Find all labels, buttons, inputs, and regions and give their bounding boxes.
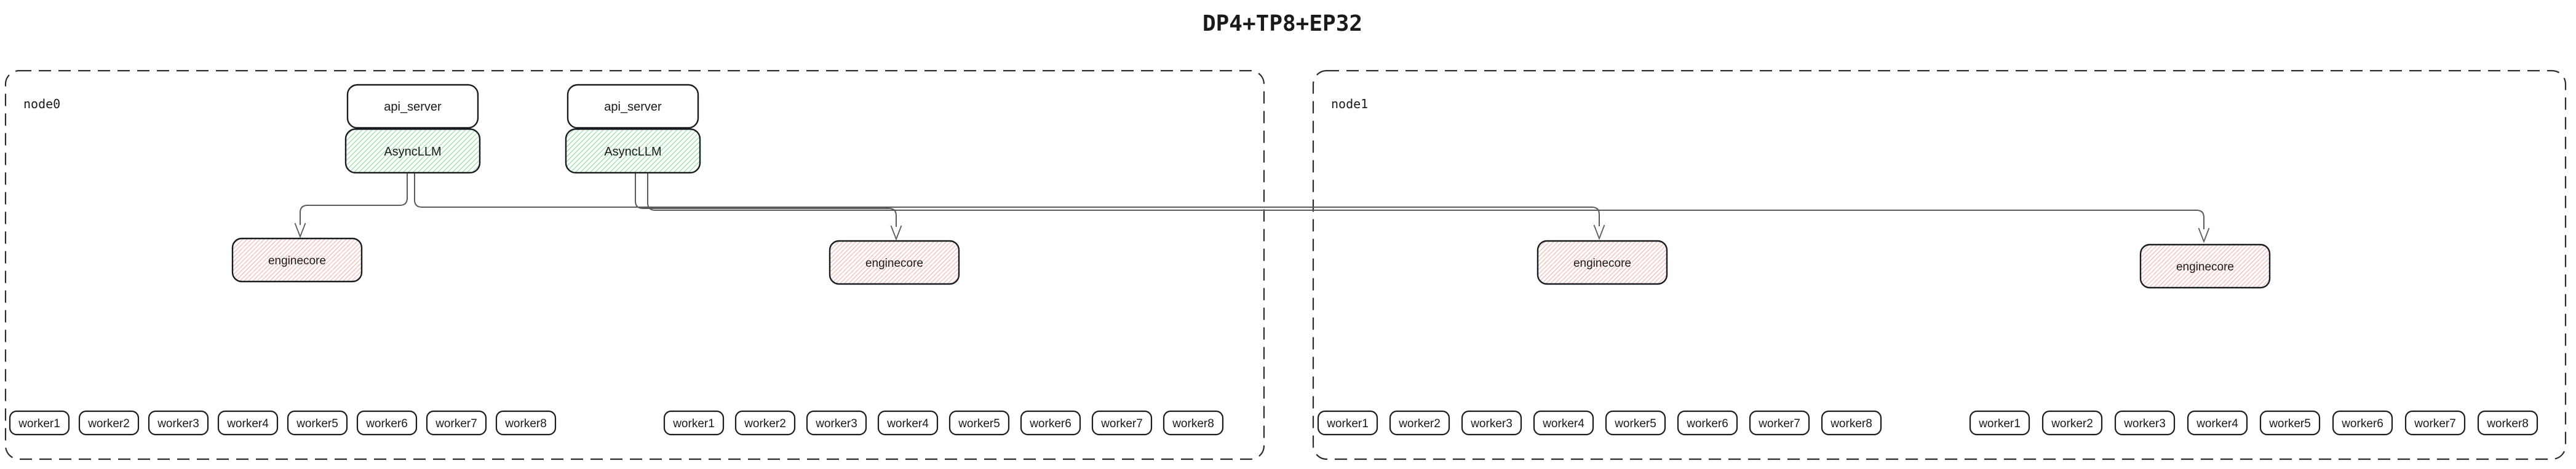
worker-node: worker3 [2114, 410, 2176, 436]
worker-node: worker2 [2041, 410, 2103, 436]
enginecore-label-3: enginecore [1573, 257, 1631, 270]
enginecore-box-1 [231, 237, 363, 283]
worker-label: worker7 [435, 417, 477, 430]
worker-node: worker8 [1821, 410, 1882, 436]
worker-node: worker6 [2332, 410, 2393, 436]
asyncllm-label-2: AsyncLLM [604, 145, 661, 159]
worker-label: worker1 [672, 417, 715, 430]
worker-label: worker3 [815, 417, 857, 430]
worker-node: worker8 [495, 410, 557, 436]
worker-node: worker1 [663, 410, 725, 436]
worker-node: worker4 [2187, 410, 2248, 436]
worker-node: worker4 [1533, 410, 1594, 436]
worker-node: worker6 [1020, 410, 1081, 436]
worker-label: worker2 [2051, 417, 2093, 430]
api-server-label-1: api_server [384, 100, 442, 114]
worker-label: worker5 [2268, 417, 2311, 430]
worker-node: worker3 [148, 410, 209, 436]
worker-label: worker8 [2486, 417, 2529, 430]
worker-node: worker6 [1677, 410, 1738, 436]
edge-asyncllm1-enginecore1 [294, 173, 408, 238]
enginecore-label-4: enginecore [2176, 261, 2234, 274]
arrowhead-icon [294, 223, 306, 238]
asyncllm-box-1 [344, 128, 481, 174]
worker-node: worker2 [1389, 410, 1450, 436]
worker-node: worker5 [948, 410, 1010, 436]
worker-node: worker1 [1317, 410, 1378, 436]
worker-label: worker1 [1978, 417, 2021, 430]
worker-label: worker6 [1029, 417, 1071, 430]
worker-node: worker7 [2404, 410, 2466, 436]
worker-node: worker5 [1605, 410, 1666, 436]
worker-label: worker1 [18, 417, 60, 430]
worker-label: worker3 [1470, 417, 1513, 430]
worker-label: worker4 [886, 417, 929, 430]
worker-node: worker3 [806, 410, 867, 436]
worker-node: worker7 [1091, 410, 1153, 436]
worker-node: worker3 [1461, 410, 1522, 436]
enginecore-label-1: enginecore [268, 254, 326, 267]
arrowhead-icon [890, 225, 902, 241]
node0-worker-group-2: worker1 worker2 worker3 worker4 worker5 … [663, 410, 1224, 436]
worker-node: worker5 [287, 410, 348, 436]
worker-label: worker4 [226, 417, 269, 430]
node1-worker-group-1: worker1 worker2 worker3 worker4 worker5 … [1317, 410, 1882, 436]
worker-label: worker7 [2414, 417, 2456, 430]
worker-node: worker8 [1163, 410, 1224, 436]
arrowhead-icon [1593, 224, 1605, 240]
api-server-box-1 [346, 84, 479, 129]
worker-label: worker2 [87, 417, 130, 430]
worker-label: worker8 [1172, 417, 1214, 430]
worker-label: worker7 [1100, 417, 1143, 430]
worker-label: worker5 [1614, 417, 1656, 430]
worker-label: worker7 [1758, 417, 1800, 430]
node1-worker-group-2: worker1 worker2 worker3 worker4 worker5 … [1969, 410, 2538, 436]
node1-label: node1 [1331, 97, 1368, 111]
worker-label: worker3 [157, 417, 199, 430]
asyncllm-box-2 [565, 128, 701, 174]
enginecore-label-2: enginecore [865, 257, 923, 270]
worker-label: worker1 [1326, 417, 1369, 430]
edge-asyncllm2-enginecore4 [647, 173, 2210, 243]
enginecore-box-3 [1536, 240, 1668, 285]
worker-node: worker6 [356, 410, 418, 436]
worker-node: worker4 [877, 410, 939, 436]
asyncllm-label-1: AsyncLLM [384, 145, 441, 159]
worker-node: worker4 [217, 410, 279, 436]
worker-node: worker1 [9, 410, 70, 436]
enginecore-box-4 [2139, 243, 2271, 289]
worker-label: worker6 [365, 417, 408, 430]
arrowhead-icon [2198, 227, 2210, 243]
worker-label: worker8 [1830, 417, 1872, 430]
worker-node: worker8 [2477, 410, 2538, 436]
worker-label: worker3 [2123, 417, 2166, 430]
worker-label: worker5 [958, 417, 1000, 430]
worker-node: worker2 [78, 410, 140, 436]
node0-worker-group-1: worker1 worker2 worker3 worker4 worker5 … [9, 410, 557, 436]
worker-label: worker6 [2341, 417, 2383, 430]
node0-label: node0 [23, 97, 60, 111]
node0-container [4, 69, 1265, 460]
worker-label: worker2 [744, 417, 786, 430]
api-server-label-2: api_server [604, 100, 662, 114]
worker-node: worker5 [2259, 410, 2321, 436]
worker-node: worker7 [1749, 410, 1810, 436]
worker-label: worker4 [2196, 417, 2238, 430]
worker-node: worker1 [1969, 410, 2030, 436]
api-server-box-2 [566, 84, 699, 129]
node1-container [1312, 69, 2567, 460]
worker-node: worker2 [734, 410, 796, 436]
worker-label: worker2 [1398, 417, 1441, 430]
edge-asyncllm2-enginecore2 [635, 173, 902, 241]
worker-label: worker8 [504, 417, 547, 430]
worker-label: worker6 [1686, 417, 1728, 430]
diagram-title: DP4+TP8+EP32 [1203, 11, 1362, 36]
enginecore-box-2 [829, 240, 960, 285]
worker-label: worker5 [296, 417, 338, 430]
edge-asyncllm1-enginecore3 [414, 173, 1605, 240]
worker-label: worker4 [1542, 417, 1584, 430]
worker-node: worker7 [426, 410, 487, 436]
